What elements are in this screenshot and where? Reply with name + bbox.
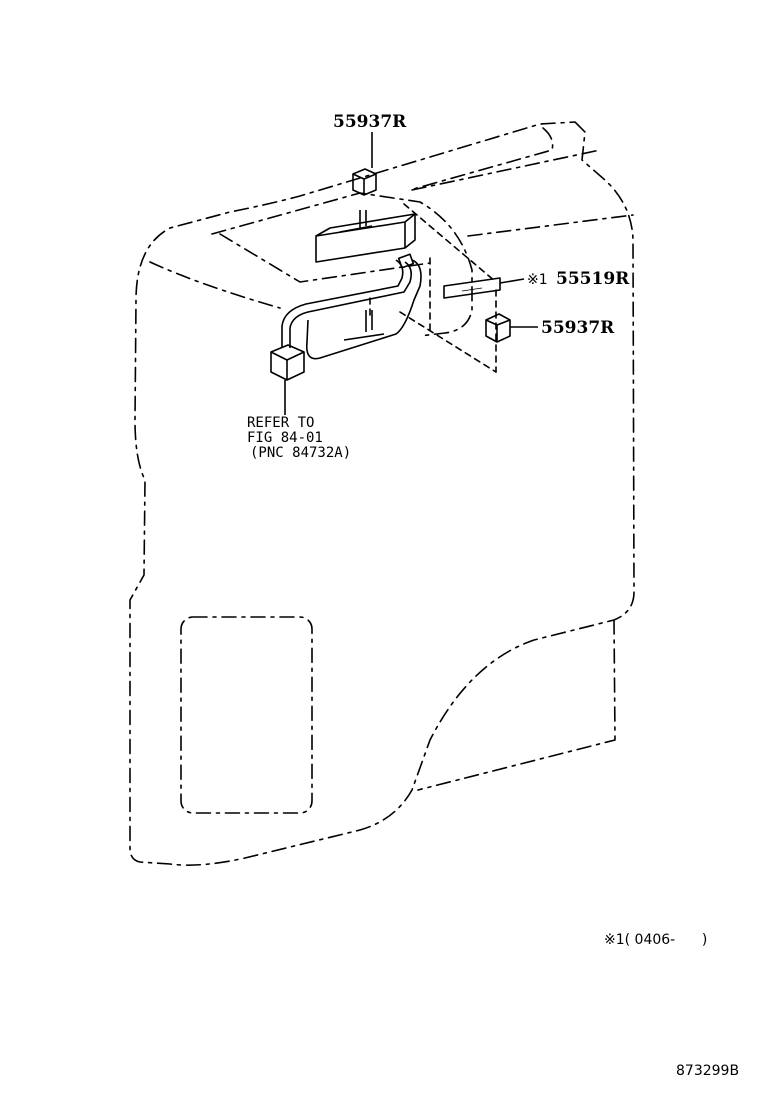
- armrest-upper: [211, 192, 473, 337]
- panel-inner-ridge: [411, 149, 601, 191]
- projection-line-3: [399, 311, 497, 373]
- window-switch: [315, 210, 416, 263]
- panel-inner-right: [467, 214, 634, 237]
- footnote: ※1( 0406- ): [604, 932, 707, 948]
- callout-label-part: 55519R: [556, 269, 630, 289]
- caution-label: [443, 277, 525, 299]
- figure-code: 873299B: [676, 1063, 739, 1079]
- callout-top-clip: 55937R: [333, 112, 407, 132]
- connector-84732A: [270, 344, 305, 415]
- clip-top: [352, 132, 377, 196]
- reference-line-2: FIG 84-01: [247, 430, 323, 446]
- armrest-outline: [149, 261, 281, 309]
- wire-harness: [281, 253, 422, 360]
- clip-right: [485, 313, 538, 343]
- reference-line-3: (PNC 84732A): [250, 445, 351, 461]
- projection-line-1: [403, 203, 497, 283]
- door-lower-edge: [417, 619, 616, 791]
- door-pocket: [180, 616, 313, 814]
- armrest-inner: [219, 233, 431, 283]
- reference-line-1: REFER TO: [247, 415, 314, 431]
- callout-right-clip: 55937R: [541, 318, 615, 338]
- panel-inner-top: [409, 127, 554, 191]
- door-panel-outline: [129, 121, 635, 866]
- callout-label-marker: ※1: [527, 272, 548, 288]
